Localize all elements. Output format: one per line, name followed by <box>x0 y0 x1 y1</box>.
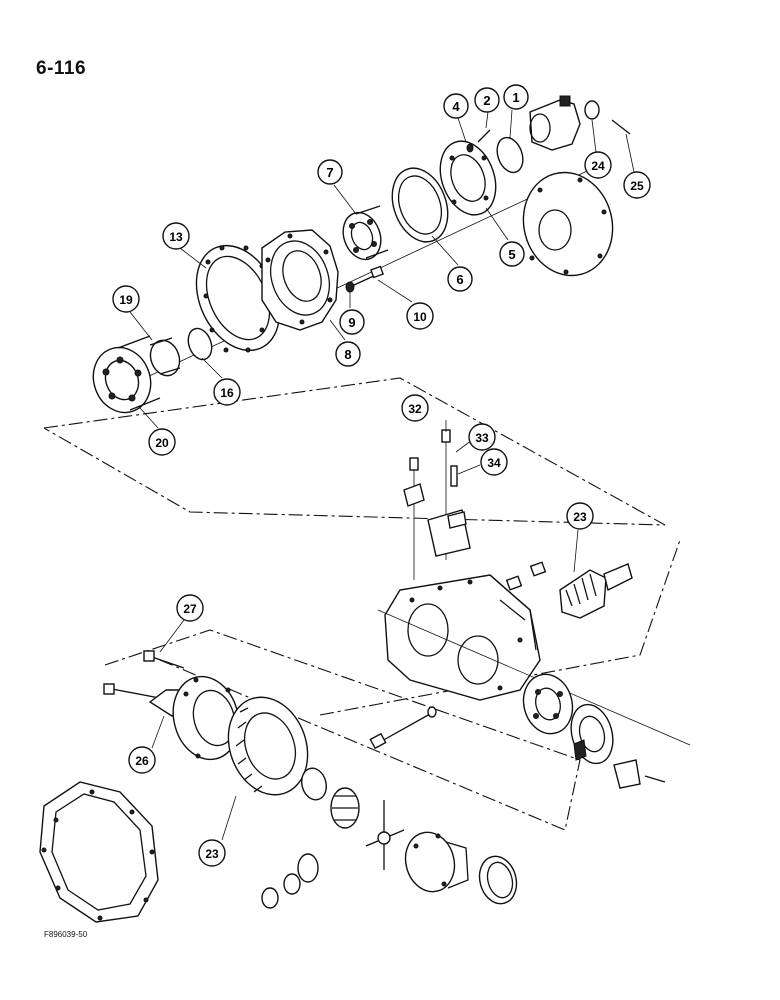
leader-lines <box>129 109 635 841</box>
callout-5-label: 5 <box>508 247 515 262</box>
callout-32-label: 32 <box>408 402 422 416</box>
callout-34-label: 34 <box>487 456 501 470</box>
callout-9-label: 9 <box>348 315 355 330</box>
bearing-right <box>522 673 574 735</box>
callout-4-label: 4 <box>452 99 460 114</box>
adjuster-ring-right <box>570 703 614 765</box>
callout-10-label: 10 <box>413 310 427 324</box>
callout-2: 2 <box>474 87 500 113</box>
callout-16-label: 16 <box>220 386 234 400</box>
callout-8: 8 <box>335 341 361 367</box>
yoke <box>529 95 581 151</box>
callout-9: 9 <box>339 309 365 335</box>
callout-27-label: 27 <box>183 602 197 616</box>
sleeve-19 <box>149 337 181 377</box>
callout-25-label: 25 <box>630 179 644 193</box>
callout-19: 19 <box>112 285 140 313</box>
callout-32: 32 <box>401 394 429 422</box>
lock-bracket <box>613 759 666 789</box>
callout-25: 25 <box>623 171 651 199</box>
flange-disk <box>522 171 614 277</box>
callout-26-label: 26 <box>135 754 149 768</box>
callout-16: 16 <box>213 378 241 406</box>
differential-case <box>172 675 240 761</box>
cover-gasket <box>39 781 159 923</box>
callout-33: 33 <box>468 423 496 451</box>
upper-group-frame <box>43 377 666 526</box>
callout-2-label: 2 <box>483 93 490 108</box>
o-ring-16 <box>187 327 213 361</box>
figure-code: F896039-50 <box>44 930 88 939</box>
small-pinion-and-washer <box>261 853 319 909</box>
bolt-2-washer-4 <box>466 129 491 153</box>
callout-13: 13 <box>162 222 190 250</box>
callout-5: 5 <box>499 241 525 267</box>
callout-24: 24 <box>584 151 612 179</box>
callout-1-label: 1 <box>512 90 519 105</box>
callout-4: 4 <box>443 93 469 119</box>
nut-24 <box>584 100 600 120</box>
spider-cross <box>365 800 405 870</box>
bolt-10-washer-9 <box>345 265 384 293</box>
callout-6-label: 6 <box>456 272 463 287</box>
callout-7-label: 7 <box>326 165 333 180</box>
page-number: 6-116 <box>36 58 87 79</box>
diff-case-right <box>404 831 469 893</box>
housing-group-frame <box>319 539 681 716</box>
ring-gear <box>227 696 309 796</box>
side-gear <box>330 787 360 829</box>
bearing-20 <box>92 335 161 414</box>
callout-6: 6 <box>447 266 473 292</box>
thrust-washer <box>300 767 328 801</box>
bearing-cup <box>478 855 518 905</box>
callout-20-label: 20 <box>155 436 169 450</box>
callout-26: 26 <box>128 746 156 774</box>
studs-32-33-34 <box>403 429 471 580</box>
bearing-7 <box>342 205 389 261</box>
callout-24-label: 24 <box>591 159 605 173</box>
long-bolt <box>369 706 437 750</box>
callout-23-pinion: 23 <box>566 502 594 530</box>
callout-34: 34 <box>480 448 508 476</box>
callout-33-label: 33 <box>475 431 489 445</box>
callout-23-ring-label: 23 <box>205 847 219 861</box>
callout-19-label: 19 <box>119 293 133 307</box>
callout-1: 1 <box>503 84 529 110</box>
callout-13-label: 13 <box>169 230 183 244</box>
callout-20: 20 <box>148 428 176 456</box>
callout-8-label: 8 <box>344 347 351 362</box>
seal-1 <box>496 136 524 174</box>
cover-5 <box>439 140 497 216</box>
carrier-housing <box>384 574 541 701</box>
pinion-gear <box>505 561 633 619</box>
lower-group-frame <box>104 629 581 831</box>
housing-8 <box>261 229 339 331</box>
callout-7: 7 <box>317 159 343 185</box>
callout-23-pinion-label: 23 <box>573 510 587 524</box>
gasket-6 <box>391 167 449 243</box>
callout-27: 27 <box>176 594 204 622</box>
pin-25 <box>611 119 631 135</box>
callout-23-ring: 23 <box>198 839 226 867</box>
callout-10: 10 <box>406 302 434 330</box>
